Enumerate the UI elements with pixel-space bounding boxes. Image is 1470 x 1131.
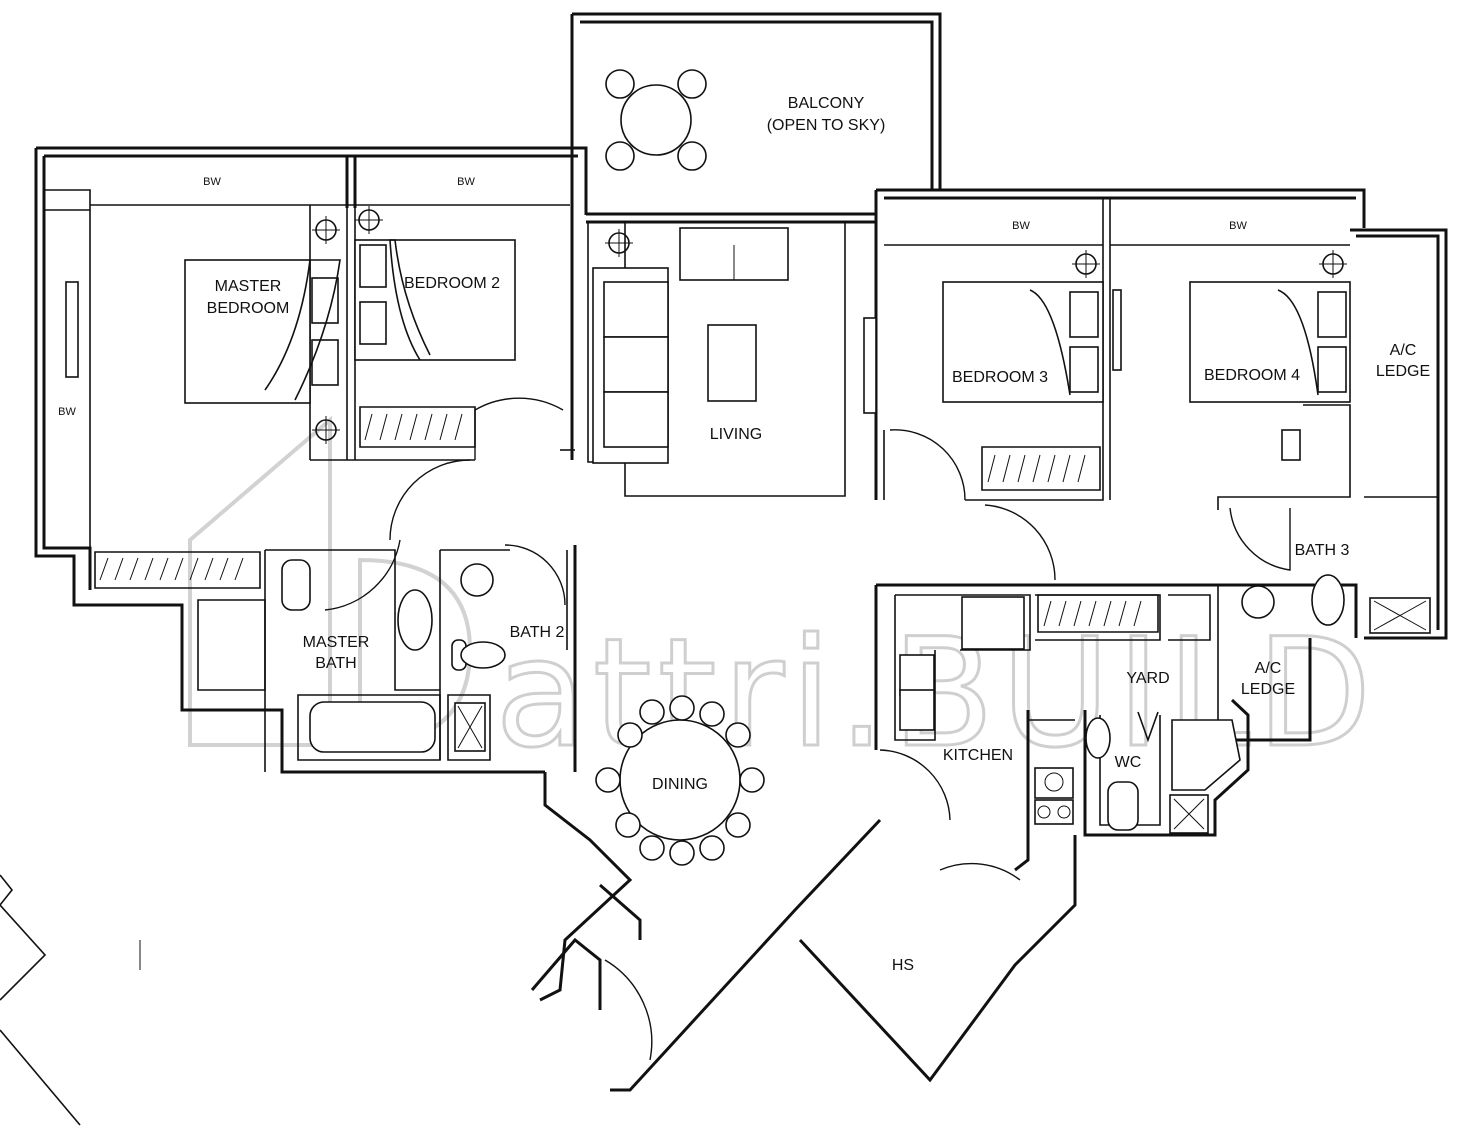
master-bedroom-label-line2: BEDROOM [207, 300, 290, 317]
balcony-label-line2: (OPEN TO SKY) [767, 117, 886, 134]
dining-chairs [595, 695, 765, 866]
bw-label-bedroom4: BW [1229, 220, 1247, 232]
bw-label-master: BW [203, 176, 221, 188]
bw-label-bedroom2: BW [457, 176, 475, 188]
room-labels: BALCONY (OPEN TO SKY) MASTER BEDROOM BED… [58, 95, 1430, 974]
ac-ledge-bottom-label-line2: LEDGE [1241, 681, 1295, 698]
bath2-label: BATH 2 [510, 624, 565, 641]
bedroom4-label: BEDROOM 4 [1204, 367, 1300, 384]
wardrobes [94, 406, 1159, 633]
master-bath-label-line2: BATH [315, 655, 356, 672]
interior-walls [90, 156, 1351, 826]
wc-label: WC [1115, 754, 1142, 771]
bedroom2-label: BEDROOM 2 [404, 275, 500, 292]
master-bedroom-label-line1: MASTER [215, 278, 282, 295]
ac-ledge-top-label-line1: A/C [1390, 342, 1417, 359]
master-bath-label-line1: MASTER [303, 634, 370, 651]
bw-label-left: BW [58, 406, 76, 418]
doors [324, 397, 1291, 1061]
furniture [65, 69, 1431, 866]
walls [34, 12, 1448, 1092]
master-bed [184, 259, 311, 404]
adjacent-outline [0, 874, 141, 1126]
ac-ledge-top-label-line2: LEDGE [1376, 363, 1430, 380]
balcony-label-line1: BALCONY [788, 95, 865, 112]
living-label: LIVING [710, 426, 762, 443]
kitchen-label: KITCHEN [943, 747, 1013, 764]
bath3-label: BATH 3 [1295, 542, 1350, 559]
bw-label-bedroom3: BW [1012, 220, 1030, 232]
coffee-table [707, 324, 757, 402]
yard-label: YARD [1126, 670, 1169, 687]
hs-label: HS [892, 957, 914, 974]
bathtub [309, 701, 436, 753]
ac-ledge-bottom-label-line1: A/C [1255, 660, 1282, 677]
balcony-table [620, 84, 692, 156]
dining-label: DINING [652, 776, 708, 793]
bedroom3-label: BEDROOM 3 [952, 369, 1048, 386]
